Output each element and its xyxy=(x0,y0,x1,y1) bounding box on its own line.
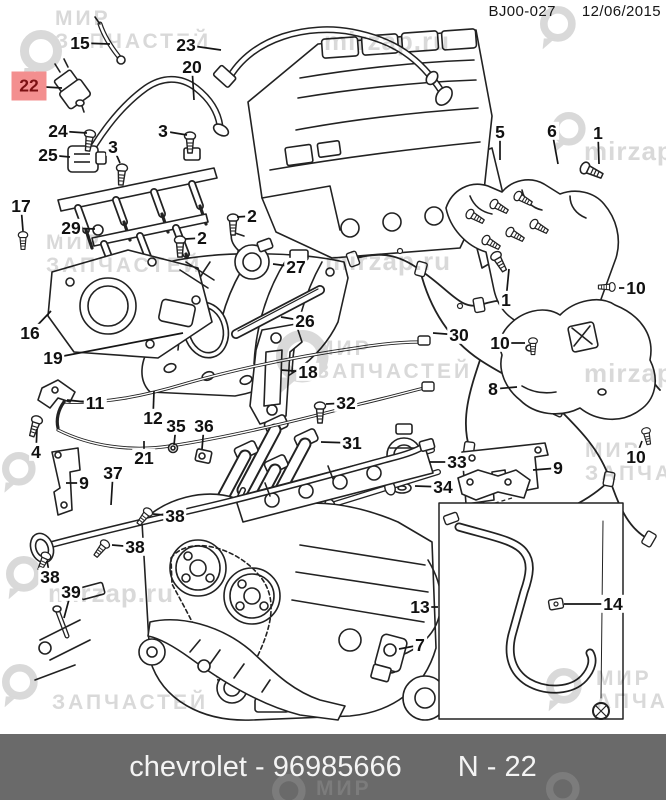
engine-block-drawing xyxy=(138,446,448,721)
part-callout-2[interactable]: 2 xyxy=(195,227,209,248)
actuator-27-drawing xyxy=(230,231,274,280)
part-callout-38[interactable]: 38 xyxy=(123,536,147,557)
part-callout-10[interactable]: 10 xyxy=(488,332,512,353)
part-callout-18[interactable]: 18 xyxy=(296,361,320,382)
footer-bar: МИР chevrolet - 96985666 N - 22 xyxy=(0,734,666,800)
cylinder-head-drawing xyxy=(247,28,493,259)
part-callout-22[interactable]: 22 xyxy=(11,71,47,101)
part-callout-39[interactable]: 39 xyxy=(59,581,83,602)
part-callout-2[interactable]: 2 xyxy=(245,205,259,226)
oxygen-sensor-drawing xyxy=(370,559,442,683)
watermark-logo-icon xyxy=(546,772,583,800)
part-callout-7[interactable]: 7 xyxy=(413,634,427,655)
vent-hose-drawing xyxy=(212,26,453,106)
part-callout-8[interactable]: 8 xyxy=(486,378,500,399)
part-callout-30[interactable]: 30 xyxy=(447,324,471,345)
part-callout-34[interactable]: 34 xyxy=(431,476,455,497)
part-callout-19[interactable]: 19 xyxy=(41,347,65,368)
part-callout-38[interactable]: 38 xyxy=(163,505,187,526)
part-callout-4[interactable]: 4 xyxy=(29,441,43,462)
small-hose-drawing xyxy=(94,16,126,65)
part-callout-3[interactable]: 3 xyxy=(106,136,120,157)
part-callout-9[interactable]: 9 xyxy=(77,472,91,493)
map-sensor-drawing xyxy=(67,145,107,173)
fuel-rail-drawing xyxy=(57,147,218,290)
engine-exploded-diagram xyxy=(17,16,661,721)
part-callout-33[interactable]: 33 xyxy=(445,451,469,472)
part-callout-11[interactable]: 11 xyxy=(83,392,107,413)
part-callout-29[interactable]: 29 xyxy=(59,217,83,238)
doc-code: BJ00-027 xyxy=(488,3,556,20)
part-callout-36[interactable]: 36 xyxy=(192,415,216,436)
heat-shield-drawing xyxy=(499,299,656,421)
part-callout-13[interactable]: 13 xyxy=(408,596,432,617)
part-callout-3[interactable]: 3 xyxy=(156,120,170,141)
part-callout-15[interactable]: 15 xyxy=(68,32,92,53)
part-callout-1[interactable]: 1 xyxy=(591,122,605,143)
part-callout-10[interactable]: 10 xyxy=(624,277,648,298)
throttle-body-drawing xyxy=(47,249,215,359)
part-callout-26[interactable]: 26 xyxy=(293,310,317,331)
part-callout-17[interactable]: 17 xyxy=(9,195,33,216)
manifold-seal-drawing xyxy=(231,285,325,339)
part-callout-12[interactable]: 12 xyxy=(141,407,165,428)
small-brackets-drawing xyxy=(37,379,213,516)
part-callout-38[interactable]: 38 xyxy=(38,566,62,587)
part-callout-20[interactable]: 20 xyxy=(180,56,204,77)
footer-part-text: chevrolet - 96985666 xyxy=(129,750,402,783)
part-callout-6[interactable]: 6 xyxy=(545,120,559,141)
part-callout-1[interactable]: 1 xyxy=(499,289,513,310)
footer-page-ref: N - 22 xyxy=(457,750,537,783)
part-callout-14[interactable]: 14 xyxy=(601,593,625,614)
fuel-pipes-drawing xyxy=(55,335,435,450)
part-callout-24[interactable]: 24 xyxy=(46,120,70,141)
part-callout-25[interactable]: 25 xyxy=(36,144,60,165)
part-callout-16[interactable]: 16 xyxy=(18,322,42,343)
part-callout-23[interactable]: 23 xyxy=(174,34,198,55)
mount-cluster-drawing xyxy=(447,469,531,518)
part-callout-31[interactable]: 31 xyxy=(340,432,364,453)
header: BJ00-027 12/06/2015 xyxy=(489,3,662,20)
doc-date: 12/06/2015 xyxy=(581,3,661,20)
part-callout-10[interactable]: 10 xyxy=(624,446,648,467)
lower-shield-drawing xyxy=(34,581,346,721)
part-callout-37[interactable]: 37 xyxy=(101,462,125,483)
part-callout-5[interactable]: 5 xyxy=(493,121,507,142)
part-callout-9[interactable]: 9 xyxy=(551,457,565,478)
inset-panel-drawing xyxy=(438,502,624,720)
part-callout-32[interactable]: 32 xyxy=(334,392,358,413)
part-callout-27[interactable]: 27 xyxy=(284,256,308,277)
part-callout-35[interactable]: 35 xyxy=(164,415,188,436)
part-callout-21[interactable]: 21 xyxy=(132,447,156,468)
